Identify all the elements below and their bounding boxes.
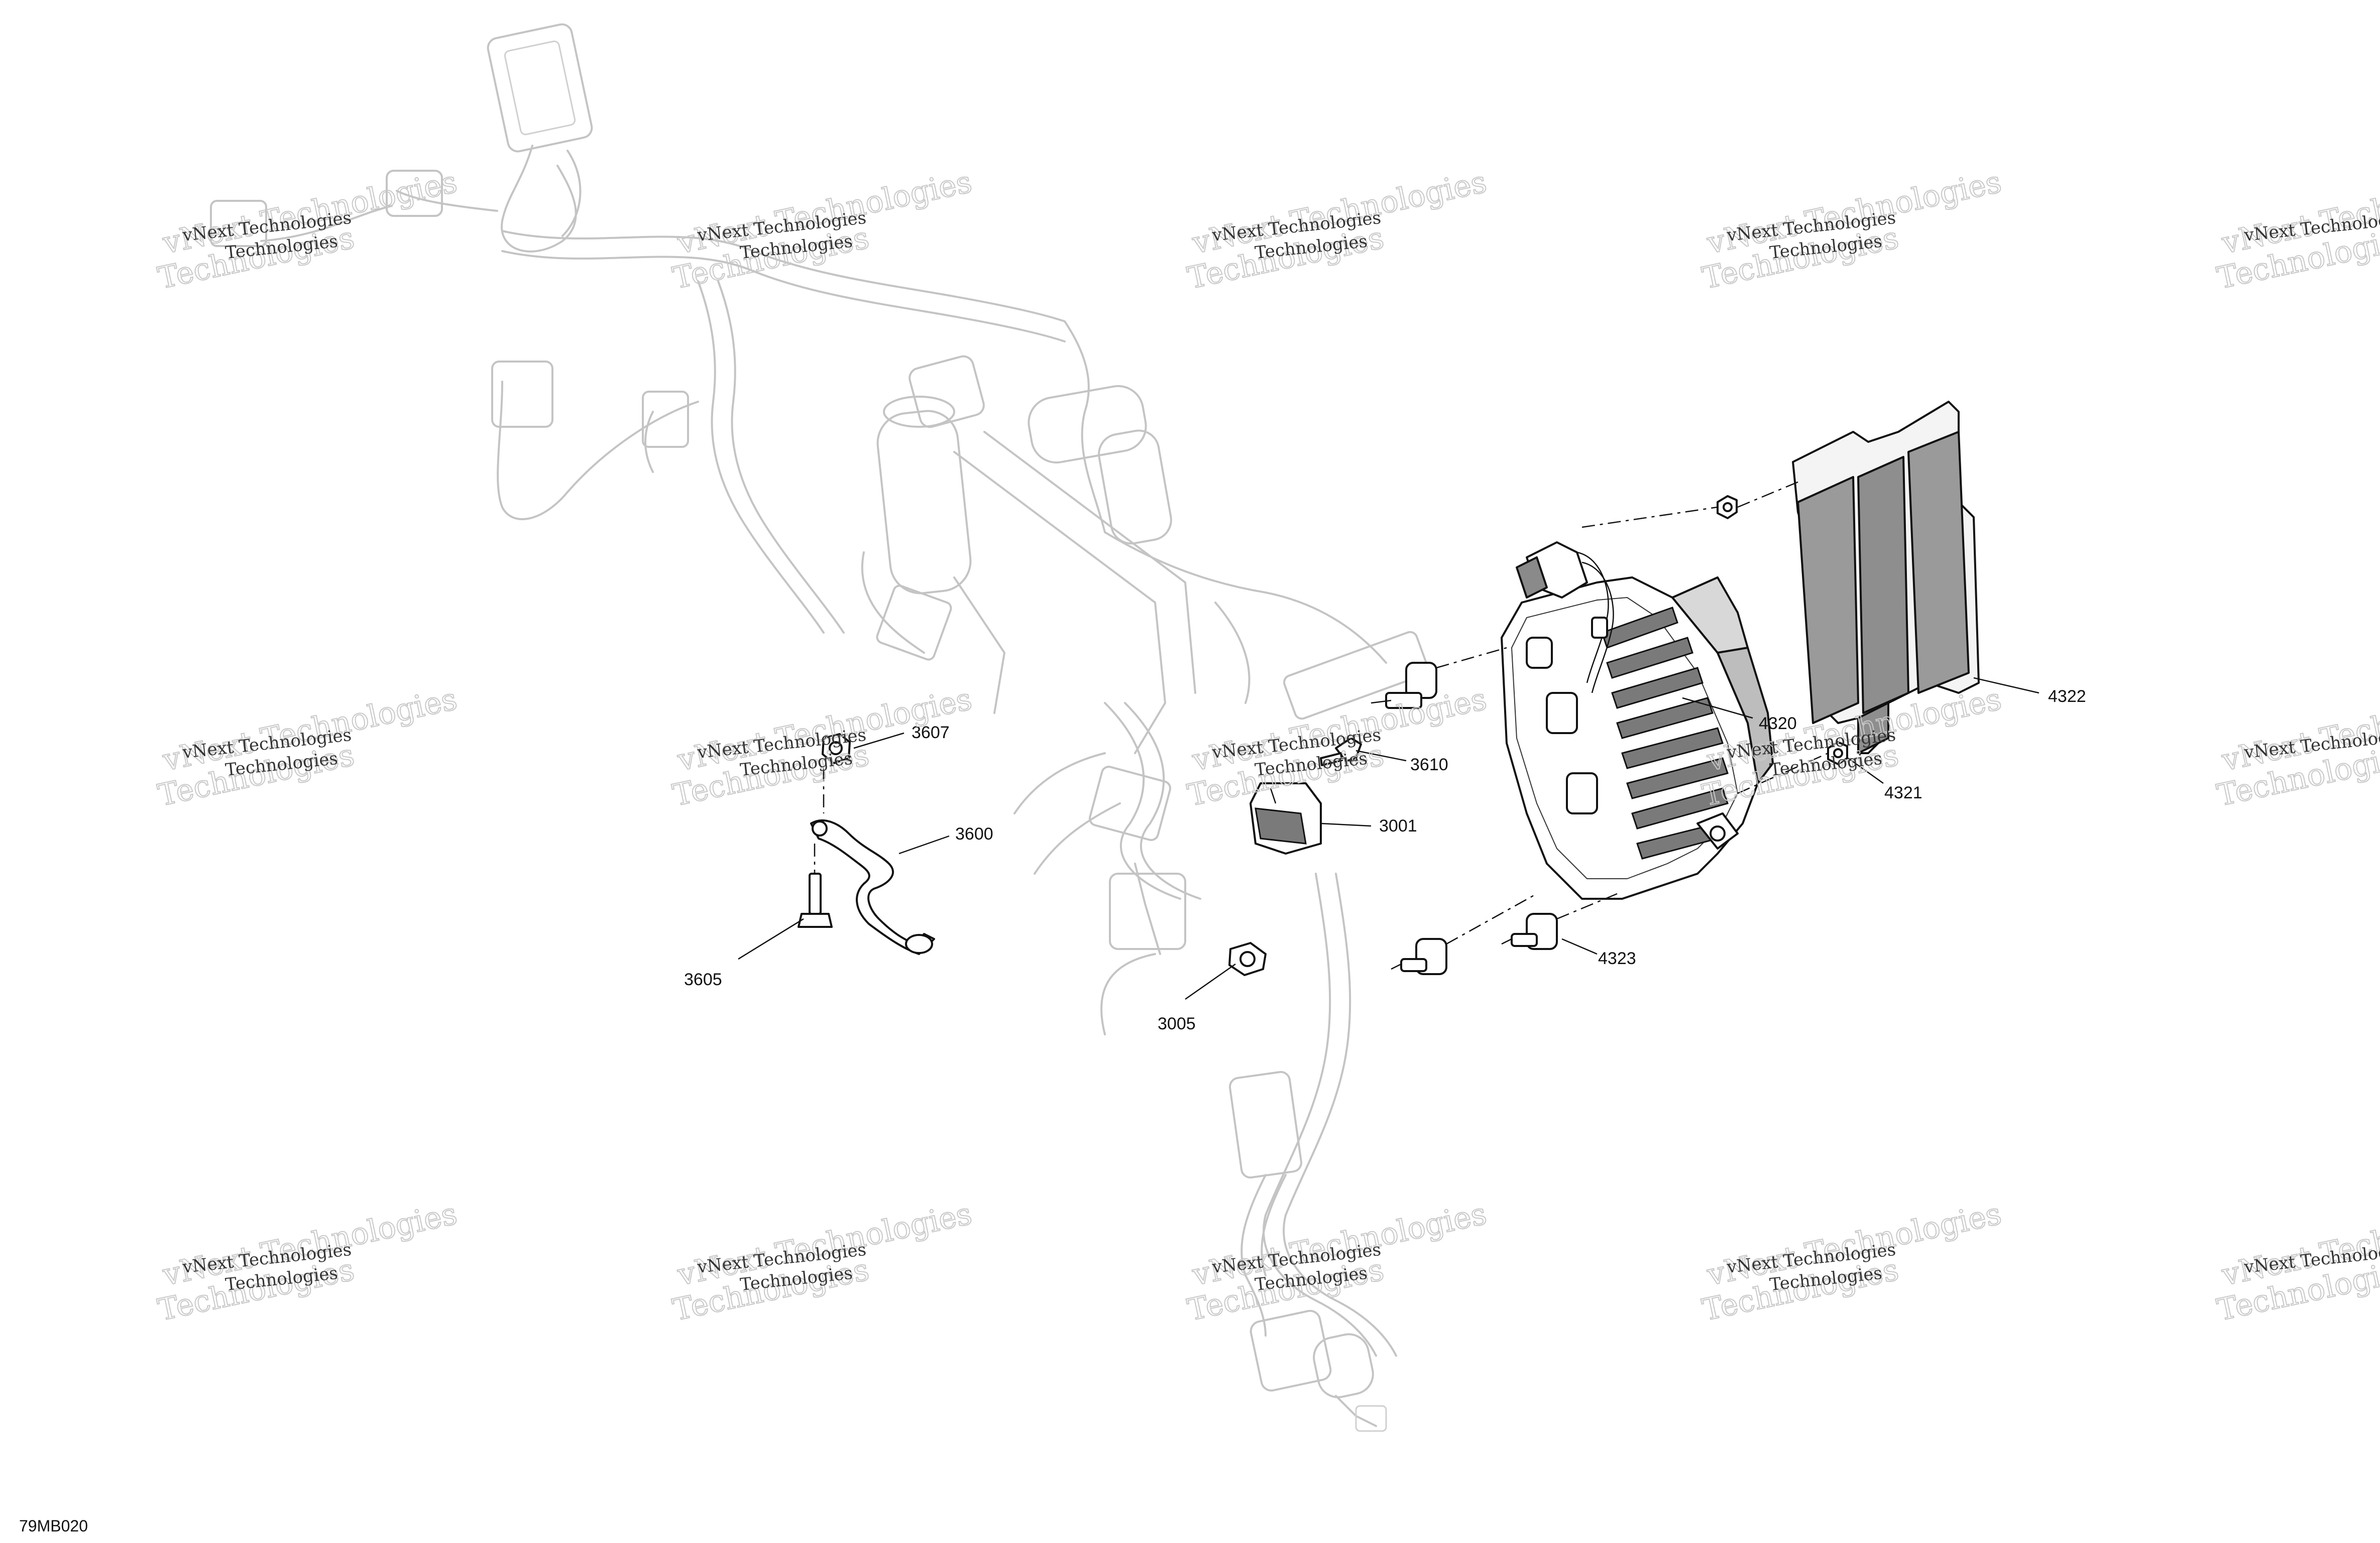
watermark-r1-c5: Technologies vNext Technologies vNext Te… [2214, 164, 2380, 296]
watermark-r3-c5: Technologies vNext Technologies vNext Te… [2214, 1196, 2380, 1328]
bolt-3605 [798, 844, 833, 928]
watermark-r3-c3: Technologies vNext Technologies vNext Te… [1184, 1196, 1491, 1328]
watermark-r2-c1: Technologies vNext Technologies vNext Te… [155, 681, 461, 813]
voltage-regulator-4320 [1501, 541, 1774, 900]
ground-nut-3607 [822, 733, 851, 764]
callout-4322: 4322 [2048, 687, 2086, 706]
callout-4321: 4321 [1884, 783, 1922, 802]
nut-4321-upper [1717, 495, 1738, 519]
watermark-r2-c5: Technologies vNext Technologies vNext Te… [2214, 681, 2380, 813]
watermark-r1-c4: Technologies vNext Technologies vNext Te… [1699, 164, 2005, 296]
watermark-r1-c2: Technologies vNext Technologies vNext Te… [669, 164, 976, 296]
rubber-mount-upper [1371, 662, 1437, 709]
watermark-r2-c2: Technologies vNext Technologies vNext Te… [669, 681, 976, 813]
figure-code: 79MB020 [19, 1517, 88, 1535]
callout-3600: 3600 [955, 824, 993, 844]
watermark-r1-c1: Technologies vNext Technologies vNext Te… [155, 164, 461, 296]
watermark-r2-c3: Technologies vNext Technologies vNext Te… [1184, 681, 1491, 813]
callout-3005: 3005 [1158, 1014, 1196, 1033]
callout-3001: 3001 [1379, 816, 1417, 836]
nut-4321-lower [1827, 741, 1848, 765]
heat-shield-4322 [1792, 401, 1980, 754]
relay-3001 [1250, 782, 1322, 855]
watermark-r3-c1: Technologies vNext Technologies vNext Te… [155, 1196, 461, 1328]
nut-3005 [1228, 942, 1267, 976]
rubber-mount-lower-right [1501, 913, 1558, 950]
callout-3607: 3607 [912, 723, 950, 742]
callout-4320: 4320 [1759, 714, 1797, 733]
watermark-r3-c2: Technologies vNext Technologies vNext Te… [669, 1196, 976, 1328]
wiring-harness-background [210, 23, 1429, 1432]
watermark-r1-c3: Technologies vNext Technologies vNext Te… [1184, 164, 1491, 296]
callout-3610: 3610 [1410, 755, 1448, 774]
callout-4323: 4323 [1598, 949, 1636, 968]
ground-strap-3600 [810, 819, 935, 955]
callout-3605: 3605 [684, 970, 722, 989]
rubber-mount-lower-left [1391, 938, 1447, 975]
watermark-r3-c4: Technologies vNext Technologies vNext Te… [1699, 1196, 2005, 1328]
